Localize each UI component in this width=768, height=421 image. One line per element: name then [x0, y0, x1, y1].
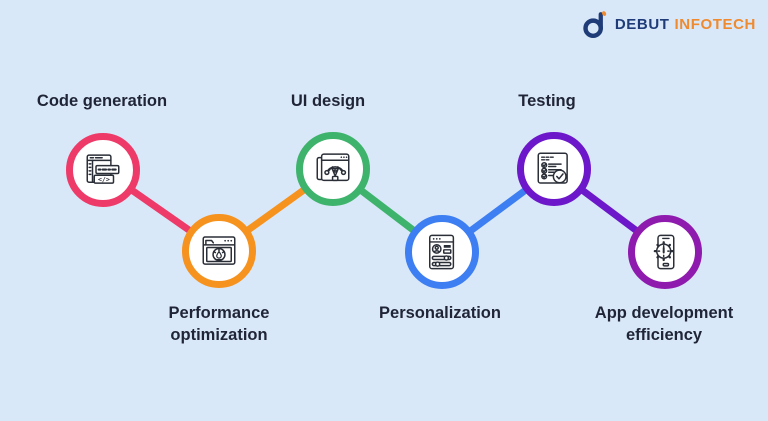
code-window-icon: </>: [86, 154, 120, 184]
step-node-personalization: [405, 215, 479, 289]
checklist-check-icon: [537, 152, 568, 184]
logo-orange-dot: [601, 11, 607, 16]
code-glyph: </>: [98, 175, 110, 183]
step-node-code-generation: </>: [66, 133, 140, 207]
debut-logo-icon: [583, 11, 607, 39]
speedometer-window-icon: [202, 236, 236, 265]
step-node-testing: [517, 132, 591, 206]
step-label-app-development-efficiency: App development efficiency: [594, 304, 734, 344]
user-settings-window-icon: [429, 234, 455, 270]
step-label-performance-optimization: Performance optimization: [168, 304, 270, 344]
step-node-performance-optimization: [182, 214, 256, 288]
step-node-ui-design: [296, 132, 370, 206]
step-label-personalization: Personalization: [379, 304, 501, 322]
step-label-testing: Testing: [518, 92, 576, 110]
pen-tool-window-icon: [316, 153, 350, 182]
logo-brand-primary: DEBUT: [614, 16, 670, 33]
phone-gear-icon: [653, 234, 675, 270]
step-label-ui-design: UI design: [290, 92, 366, 110]
step-label-code-generation: Code generation: [36, 92, 168, 110]
logo-brand-secondary: INFOTECH: [674, 16, 756, 33]
step-node-app-development-efficiency: [628, 215, 702, 289]
